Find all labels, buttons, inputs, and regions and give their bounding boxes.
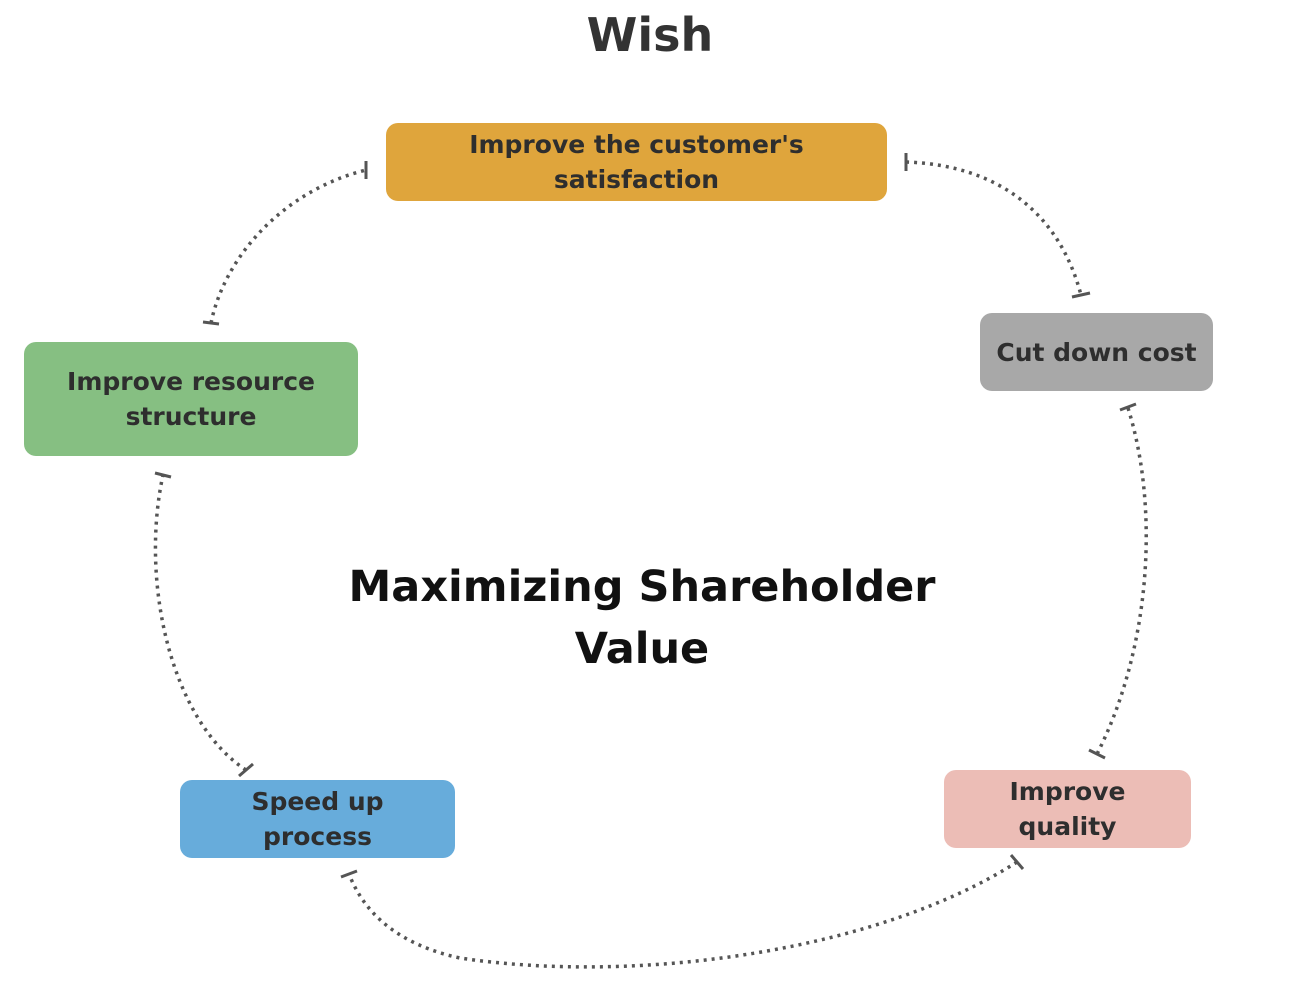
connector-quality-to-speed <box>340 854 1025 969</box>
connector-cost-to-quality <box>1088 402 1148 760</box>
center-label: Maximizing Shareholder Value <box>348 562 936 674</box>
node-improve-customer-satisfaction: Improve the customer's satisfaction <box>386 123 887 201</box>
node-improve-resource-structure: Improve resource structure <box>24 342 358 456</box>
connector-speed-to-resource <box>153 471 254 778</box>
diagram-title: Wish <box>586 8 714 62</box>
node-label: Speed up process <box>251 787 384 851</box>
node-improve-quality: Improve quality <box>944 770 1191 848</box>
node-speed-up-process: Speed up process <box>180 780 455 858</box>
node-label: Cut down cost <box>996 337 1197 367</box>
node-label: Improve resource structure <box>67 367 315 431</box>
node-cut-down-cost: Cut down cost <box>980 313 1213 391</box>
connector-customer-to-cost <box>904 153 1091 299</box>
node-label: Improve the customer's satisfaction <box>469 130 804 194</box>
node-label: Improve quality <box>1009 777 1126 841</box>
connector-resource-to-customer <box>202 161 368 326</box>
